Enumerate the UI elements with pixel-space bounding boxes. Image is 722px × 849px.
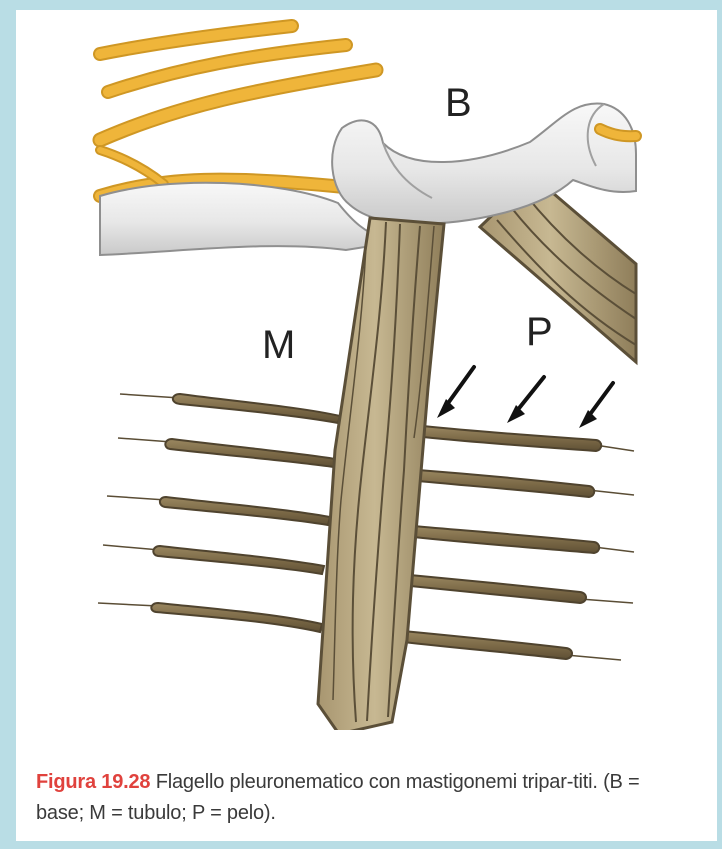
caption-number: Figura 19.28	[36, 771, 150, 793]
left-mastigonemes	[98, 394, 340, 632]
mastigoneme-diagram: B M P	[0, 0, 722, 730]
figure-caption: Figura 19.28 Flagello pleuronematico con…	[36, 767, 676, 829]
label-b: B	[445, 81, 472, 125]
arrow-icon-group	[437, 367, 613, 428]
label-p: P	[526, 310, 553, 354]
right-mastigonemes	[403, 426, 634, 660]
label-m: M	[262, 323, 295, 367]
